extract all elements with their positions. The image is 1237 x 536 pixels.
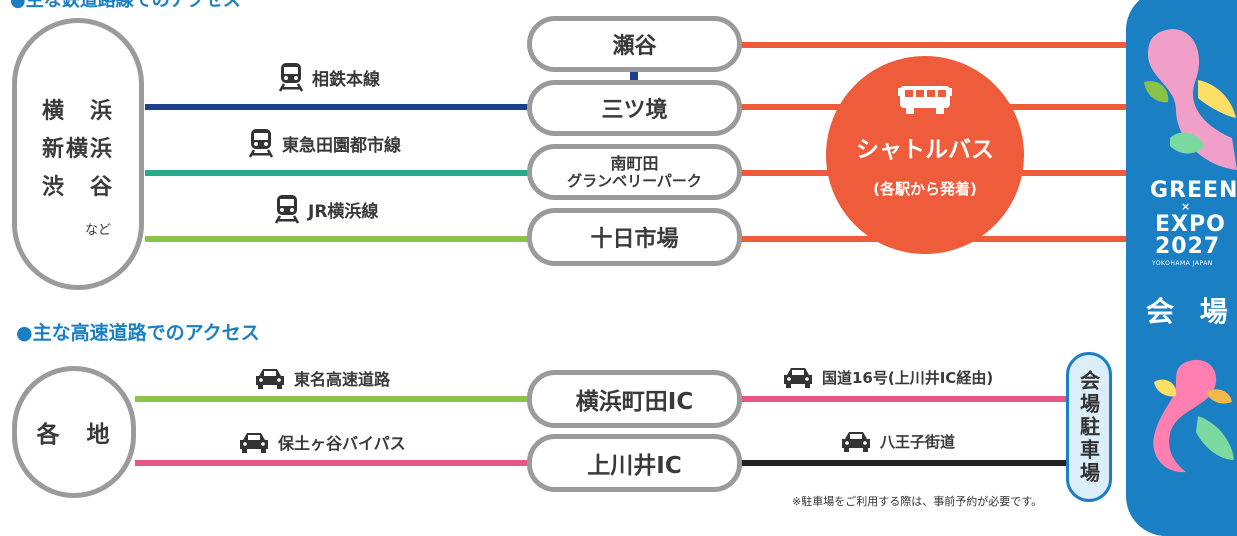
label-text: 国道16号(上川井IC経由) <box>822 368 994 387</box>
shuttle-line-seya <box>740 42 1135 48</box>
station-name-line2: グランベリーパーク <box>567 171 702 190</box>
label-tomei: 東名高速道路 <box>254 366 390 390</box>
road-line-route16 <box>740 396 1070 402</box>
label-hodogaya: 保土ヶ谷バイパス <box>238 430 406 454</box>
label-text: 八王子街道 <box>880 432 956 451</box>
parking-reservation-note: ※駐車場をご利用する際は、事前予約が必要です。 <box>792 495 1043 508</box>
road-line-hachioji <box>740 460 1070 466</box>
label-jr: JR横浜線 <box>274 194 378 224</box>
rail-line-sotetsu <box>145 104 535 110</box>
label-hachioji: 八王子街道 <box>840 430 955 452</box>
expo-logo-green: GREEN <box>1150 178 1237 203</box>
car-icon <box>238 431 270 453</box>
train-icon <box>278 62 304 92</box>
label-route16: 国道16号(上川井IC経由) <box>782 366 993 388</box>
label-text: 保土ヶ谷バイパス <box>278 434 406 453</box>
origin-shibuya: 渋 谷 <box>41 175 114 200</box>
car-icon <box>254 367 286 389</box>
seya-connector <box>630 68 638 84</box>
rail-line-tokyu <box>145 170 535 176</box>
expo-logo-mark-bottom <box>1146 352 1237 486</box>
ic-yokohama-machida: 横浜町田IC <box>527 370 742 428</box>
road-section-title: ●主な高速道路でのアクセス <box>16 322 260 344</box>
ic-kamikawai: 上川井IC <box>527 434 742 492</box>
expo-logo-expo: EXPO <box>1155 212 1226 237</box>
rail-line-jr <box>145 236 535 242</box>
label-text: 東急田園都市線 <box>282 135 401 156</box>
label-sotetsu: 相鉄本線 <box>278 62 380 92</box>
rail-section-title: ●主な鉄道路線でのアクセス <box>10 0 241 11</box>
label-tokyu: 東急田園都市線 <box>248 128 401 158</box>
car-icon <box>840 430 872 452</box>
venue-parking-box: 会場駐車場 <box>1066 352 1112 502</box>
label-text: 東名高速道路 <box>294 370 391 389</box>
road-line-tomei <box>135 396 535 402</box>
road-origin-box: 各 地 <box>12 366 136 498</box>
shuttle-bus-circle: シャトルバス (各駅から発着) <box>826 56 1024 254</box>
station-mitsukyo: 三ツ境 <box>527 80 742 136</box>
expo-logo-x: × <box>1181 200 1191 213</box>
station-minamimachida: 南町田 グランベリーパーク <box>527 144 742 200</box>
bus-icon <box>898 82 952 120</box>
road-line-hodogaya <box>135 460 535 466</box>
expo-logo-mark-top <box>1140 20 1237 174</box>
car-icon <box>782 366 814 388</box>
station-name-line1: 南町田 <box>610 153 659 173</box>
expo-logo-sub: YOKOHAMA JAPAN <box>1152 260 1213 267</box>
venue-label: 会 場 <box>1146 295 1236 328</box>
origin-yokohama: 横 浜 <box>41 99 114 124</box>
rail-origin-box: 横 浜 新横浜 渋 谷 など <box>12 18 144 290</box>
label-text: JR横浜線 <box>308 201 379 222</box>
train-icon <box>248 128 274 158</box>
label-text: 相鉄本線 <box>312 69 380 90</box>
shuttle-title: シャトルバス <box>856 137 994 163</box>
expo-logo-year: 2027 <box>1155 234 1221 259</box>
origin-etc: など <box>85 223 112 238</box>
station-seya: 瀬谷 <box>527 16 742 72</box>
shuttle-subtitle: (各駅から発着) <box>873 180 977 198</box>
parking-label: 会場駐車場 <box>1076 369 1101 485</box>
station-tokaichiba: 十日市場 <box>527 208 742 266</box>
train-icon <box>274 194 300 224</box>
origin-shinyokohama: 新横浜 <box>41 137 114 162</box>
